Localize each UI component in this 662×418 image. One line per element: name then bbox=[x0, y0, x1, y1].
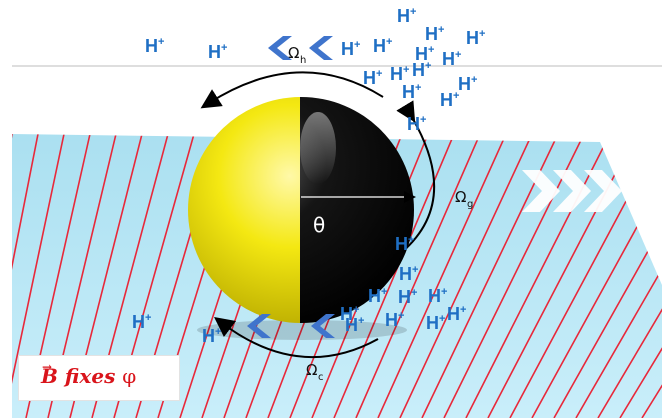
grating-stripe bbox=[553, 134, 662, 418]
svg-text:c: c bbox=[318, 372, 324, 383]
bottom-left-chevrons-icon bbox=[247, 314, 335, 338]
proton-label: H+ bbox=[440, 90, 459, 110]
omega-h-label: Ω h bbox=[288, 44, 306, 66]
svg-text:Ω: Ω bbox=[455, 188, 466, 206]
proton-label: H+ bbox=[341, 39, 360, 59]
b-vector: →B bbox=[41, 360, 58, 388]
grating-stripe bbox=[12, 134, 39, 418]
grating-stripe bbox=[597, 134, 662, 418]
proton-label: H+ bbox=[145, 36, 164, 56]
caption-text: →B fixes φ bbox=[41, 360, 137, 388]
proton-label: H+ bbox=[412, 60, 431, 80]
theta-label: θ bbox=[313, 213, 325, 237]
top-left-chevrons-icon bbox=[268, 36, 333, 60]
proton-label: H+ bbox=[373, 36, 392, 56]
svg-text:Ω: Ω bbox=[288, 44, 299, 62]
sphere-highlight bbox=[300, 112, 336, 184]
grating-stripe bbox=[531, 134, 662, 418]
grating-stripe bbox=[377, 134, 507, 418]
caption-words: fixes bbox=[64, 364, 116, 388]
svg-text:h: h bbox=[300, 55, 306, 66]
janus-sphere: θ bbox=[188, 97, 416, 340]
proton-cloud: H+H+H+H+H+H+H+H+H+H+H+H+H+H+H+H+H+H+H+H+… bbox=[132, 6, 485, 346]
grating-stripe bbox=[465, 134, 611, 418]
proton-label: H+ bbox=[402, 82, 421, 102]
grating-stripe bbox=[355, 134, 481, 418]
grating-stripe bbox=[575, 134, 662, 418]
b-letter: B bbox=[41, 364, 58, 388]
omega-g-label: Ω g bbox=[455, 188, 473, 210]
proton-label: H+ bbox=[407, 114, 426, 134]
omega-h-arrow bbox=[200, 71, 384, 109]
proton-label: H+ bbox=[425, 24, 444, 44]
grating-stripe bbox=[443, 134, 585, 418]
omega-g-arrow bbox=[396, 100, 436, 253]
magnetic-field-caption: →B fixes φ bbox=[18, 355, 180, 401]
yellow-hemisphere bbox=[188, 97, 300, 323]
phi-symbol: φ bbox=[122, 364, 137, 388]
proton-label: H+ bbox=[363, 68, 382, 88]
proton-label: H+ bbox=[458, 74, 477, 94]
grating-stripe bbox=[12, 134, 65, 418]
omega-c-arrow bbox=[214, 316, 379, 359]
proton-label: H+ bbox=[397, 6, 416, 26]
svg-text:Ω: Ω bbox=[306, 361, 317, 379]
vector-arrow-icon: → bbox=[42, 360, 53, 374]
grating-stripe bbox=[399, 134, 533, 418]
omega-c-label: Ω c bbox=[306, 361, 324, 383]
proton-label: H+ bbox=[390, 64, 409, 84]
flow-direction-chevrons-icon bbox=[522, 170, 622, 212]
svg-text:g: g bbox=[467, 199, 473, 210]
grating-stripe bbox=[12, 134, 13, 418]
proton-label: H+ bbox=[466, 28, 485, 48]
grating-stripe bbox=[619, 134, 662, 418]
proton-label: H+ bbox=[208, 42, 227, 62]
